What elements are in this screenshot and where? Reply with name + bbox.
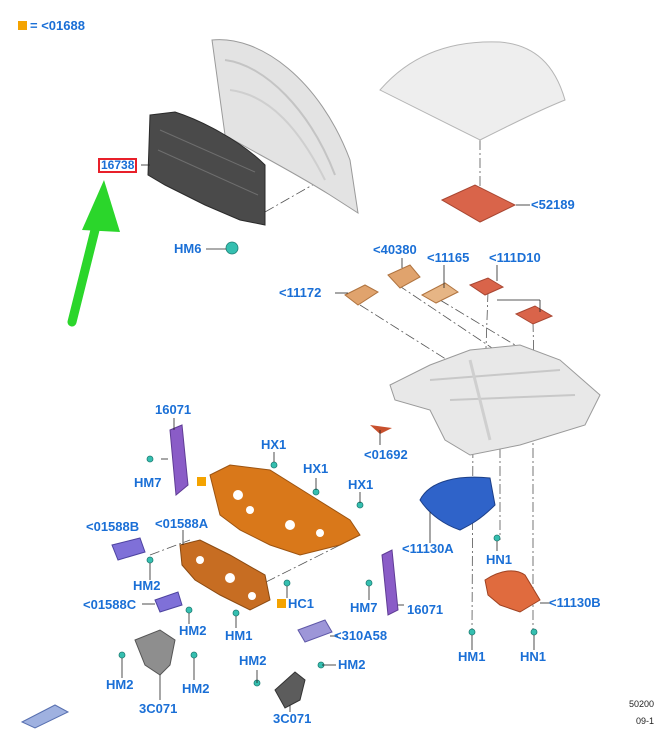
bracket-310a58 (297, 619, 333, 643)
callout-hm2-d[interactable]: HM2 (182, 681, 210, 696)
callout-hn1-a[interactable]: HN1 (486, 552, 513, 567)
floor-pan (389, 344, 601, 456)
callout-16071-left[interactable]: 16071 (155, 402, 192, 417)
callout-hm6[interactable]: HM6 (174, 241, 202, 256)
front-direction-icon (20, 704, 70, 729)
callout-3c071-left[interactable]: 3C071 (139, 701, 178, 716)
bracket-3c071-right (274, 671, 306, 709)
orange-square-icon (18, 21, 27, 30)
callout-111d10[interactable]: <111D10 (489, 250, 541, 265)
bracket-01588b (111, 537, 146, 561)
callout-01588b[interactable]: <01588B (86, 519, 140, 534)
pointer-arrow (67, 180, 120, 327)
hood-insulator (147, 111, 266, 226)
pad-11172 (344, 284, 379, 306)
bracket-01588c (154, 591, 183, 613)
callout-16738[interactable]: 16738 (98, 158, 138, 173)
callout-11165[interactable]: <11165 (427, 250, 470, 265)
callout-hm7-left[interactable]: HM7 (134, 475, 162, 490)
callout-hm2-a[interactable]: HM2 (133, 578, 161, 593)
callout-01588c[interactable]: <01588C (83, 597, 137, 612)
callout-hn1-b[interactable]: HN1 (520, 649, 547, 664)
pad-11165 (420, 282, 459, 304)
clips (118, 241, 538, 687)
dash-panel (209, 464, 361, 556)
callout-hx1-c[interactable]: HX1 (348, 477, 374, 492)
callout-hx1-a[interactable]: HX1 (261, 437, 287, 452)
callout-hm1-right[interactable]: HM1 (458, 649, 486, 664)
clip-01692 (370, 425, 392, 434)
callout-40380[interactable]: <40380 (373, 242, 417, 257)
bracket-3c071-left (134, 629, 176, 676)
callout-hm7-right[interactable]: HM7 (350, 600, 378, 615)
callout-3c071-right[interactable]: 3C071 (273, 711, 312, 726)
callout-hm1-left[interactable]: HM1 (225, 628, 253, 643)
callout-11130b[interactable]: <11130B (549, 595, 601, 610)
callout-lines (121, 164, 550, 712)
callout-11130a[interactable]: <11130A (402, 541, 454, 556)
callout-16071-right[interactable]: 16071 (407, 602, 444, 617)
callout-hm2-e[interactable]: HM2 (239, 653, 267, 668)
callout-11172[interactable]: <11172 (279, 285, 322, 300)
callout-hc1[interactable]: HC1 (288, 596, 315, 611)
roof-pad (440, 184, 517, 223)
legend-text: = <01688 (30, 18, 85, 33)
callout-hm2-c[interactable]: HM2 (106, 677, 134, 692)
callout-01588a[interactable]: <01588A (155, 516, 209, 531)
callout-hm2-b[interactable]: HM2 (179, 623, 207, 638)
callout-hm2-f[interactable]: HM2 (338, 657, 366, 672)
pad-111d10-a (468, 277, 505, 296)
reference-code-line2: 09-1 (635, 716, 654, 726)
callout-01692[interactable]: <01692 (364, 447, 408, 462)
pad-40380 (387, 264, 421, 289)
reference-code-line1: 50200 (628, 699, 654, 709)
note-marker-square (197, 477, 206, 486)
hood (211, 39, 359, 215)
callout-hx1-b[interactable]: HX1 (303, 461, 329, 476)
insulator-11130a (419, 476, 496, 531)
dash-lower (179, 539, 271, 611)
callout-52189[interactable]: <52189 (531, 197, 575, 212)
bracket-16071-left (169, 424, 189, 496)
pad-111d10-b (514, 305, 554, 325)
callout-310a58[interactable]: <310A58 (334, 628, 388, 643)
legend: = <01688 (18, 19, 85, 33)
insulator-11130b (484, 570, 541, 613)
note-marker-square (277, 599, 286, 608)
roof-panel (379, 41, 566, 141)
bracket-16071-right (381, 549, 399, 616)
